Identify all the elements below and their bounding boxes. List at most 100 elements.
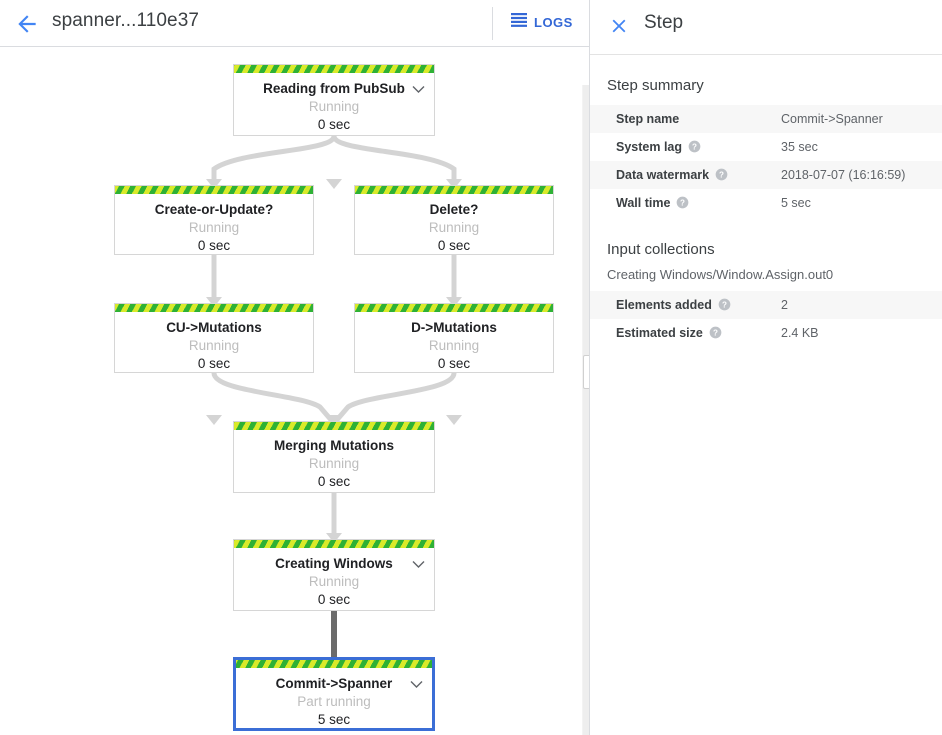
logs-button[interactable]: LOGS: [511, 13, 573, 32]
help-icon[interactable]: ?: [676, 196, 689, 209]
graph-node-delete[interactable]: Delete? Running 0 sec: [354, 185, 554, 255]
table-row: Wall time?5 sec: [590, 189, 942, 217]
table-row: Elements added?2: [590, 291, 942, 319]
row-key-label: Step name: [616, 112, 680, 126]
graph-node-create-or-update[interactable]: Create-or-Update? Running 0 sec: [114, 185, 314, 255]
row-value: 2.4 KB: [781, 326, 819, 340]
arrow-back-icon[interactable]: [14, 11, 40, 37]
node-status-stripe: [234, 540, 434, 548]
node-elapsed-time: 0 sec: [317, 592, 351, 607]
close-icon[interactable]: [608, 15, 630, 37]
node-title: Delete?: [429, 202, 479, 217]
svg-text:?: ?: [719, 170, 724, 179]
input-collections-section: Input collections Creating Windows/Windo…: [590, 217, 942, 347]
row-value: 35 sec: [781, 140, 818, 154]
node-status: Running: [308, 456, 360, 471]
node-body: Delete? Running 0 sec: [355, 194, 553, 254]
graph-scrollbar-track[interactable]: [582, 85, 589, 735]
node-elapsed-time: 0 sec: [197, 356, 231, 371]
row-key-label: System lag: [616, 140, 683, 154]
help-icon[interactable]: ?: [709, 326, 722, 339]
input-collection-name: Creating Windows/Window.Assign.out0: [607, 267, 834, 282]
svg-text:?: ?: [722, 300, 727, 309]
row-key: Estimated size?: [590, 319, 781, 347]
node-status: Running: [188, 220, 240, 235]
step-panel-header: Step: [590, 0, 942, 55]
graph-scrollbar-thumb[interactable]: [583, 355, 589, 389]
row-value: 2018-07-07 (16:16:59): [781, 168, 906, 182]
node-status-stripe: [115, 304, 313, 312]
row-key-label: Data watermark: [616, 168, 710, 182]
node-status: Running: [308, 574, 360, 589]
logs-button-label: LOGS: [534, 15, 573, 30]
row-value: 2: [781, 298, 788, 312]
row-key: Step name: [590, 105, 781, 133]
svg-text:?: ?: [692, 142, 697, 151]
row-value: 5 sec: [781, 196, 811, 210]
input-collections-heading: Input collections: [607, 241, 715, 258]
node-elapsed-time: 5 sec: [317, 712, 351, 727]
job-graph-panel: spanner...110e37 LOGS: [0, 0, 589, 735]
node-status-stripe: [115, 186, 313, 194]
node-elapsed-time: 0 sec: [197, 238, 231, 253]
row-key-label: Estimated size: [616, 326, 703, 340]
chevron-down-icon[interactable]: [412, 556, 425, 568]
help-icon[interactable]: ?: [718, 298, 731, 311]
node-elapsed-time: 0 sec: [317, 117, 351, 132]
node-status: Running: [188, 338, 240, 353]
row-key: Wall time?: [590, 189, 781, 217]
chevron-down-icon[interactable]: [412, 81, 425, 93]
row-value: Commit->Spanner: [781, 112, 883, 126]
node-elapsed-time: 0 sec: [437, 356, 471, 371]
node-status: Running: [428, 338, 480, 353]
chevron-down-icon[interactable]: [410, 676, 423, 688]
node-elapsed-time: 0 sec: [317, 474, 351, 489]
node-elapsed-time: 0 sec: [437, 238, 471, 253]
node-title: Creating Windows: [275, 556, 393, 571]
node-title: Commit->Spanner: [275, 676, 393, 691]
step-summary-heading: Step summary: [607, 77, 704, 94]
node-status-stripe: [236, 660, 432, 668]
node-title: Merging Mutations: [274, 438, 394, 453]
node-title: Create-or-Update?: [154, 202, 274, 217]
row-key: System lag?: [590, 133, 781, 161]
page-title: spanner...110e37: [52, 10, 200, 31]
top-toolbar: spanner...110e37 LOGS: [0, 0, 589, 47]
table-row: System lag?35 sec: [590, 133, 942, 161]
node-title: D->Mutations: [411, 320, 497, 335]
svg-text:?: ?: [713, 328, 718, 337]
table-row: Step name Commit->Spanner: [590, 105, 942, 133]
node-status: Running: [428, 220, 480, 235]
step-panel-title: Step: [644, 12, 684, 33]
node-title: CU->Mutations: [166, 320, 262, 335]
node-body: Create-or-Update? Running 0 sec: [115, 194, 313, 254]
svg-text:?: ?: [680, 198, 685, 207]
row-key: Elements added?: [590, 291, 781, 319]
node-status: Part running: [297, 694, 371, 709]
help-icon[interactable]: ?: [715, 168, 728, 181]
table-row: Estimated size?2.4 KB: [590, 319, 942, 347]
row-key: Data watermark?: [590, 161, 781, 189]
row-key-label: Elements added: [616, 298, 712, 312]
help-icon[interactable]: ?: [688, 140, 701, 153]
row-key-label: Wall time: [616, 196, 671, 210]
node-status-stripe: [355, 304, 553, 312]
table-row: Data watermark?2018-07-07 (16:16:59): [590, 161, 942, 189]
